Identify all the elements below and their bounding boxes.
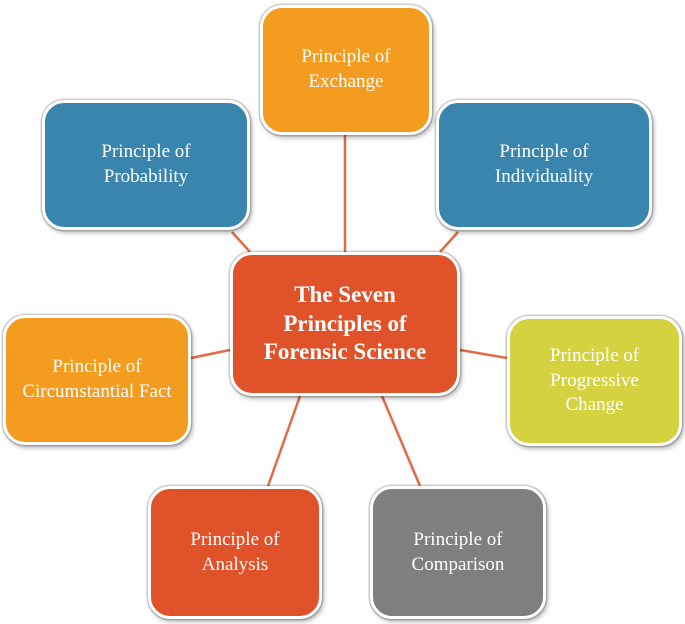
node-label: Principle of Progressive Change: [549, 344, 640, 416]
connector-comparison: [380, 395, 422, 487]
node-principle-of-probability: Principle of Probability: [42, 100, 250, 230]
connector-progressive: [459, 348, 508, 360]
node-label: Principle of Exchange: [301, 46, 391, 92]
node-principle-of-comparison: Principle of Comparison: [370, 486, 546, 619]
node-principle-of-progressive-change: Principle of Progressive Change: [507, 316, 682, 446]
node-principle-of-circumstantial-fact: Principle of Circumstantial Fact: [3, 315, 191, 445]
node-label: Principle of Individuality: [494, 141, 594, 187]
center-node: The Seven Principles of Forensic Science: [230, 252, 460, 396]
node-label: Principle of Probability: [101, 141, 191, 187]
center-label: The Seven Principles of Forensic Science: [263, 281, 427, 365]
connector-circumstantial: [190, 348, 231, 360]
connector-individuality: [439, 231, 459, 253]
node-principle-of-individuality: Principle of Individuality: [436, 100, 652, 230]
node-label: Principle of Comparison: [411, 528, 505, 575]
node-principle-of-exchange: Principle of Exchange: [260, 5, 432, 135]
node-principle-of-analysis: Principle of Analysis: [148, 486, 322, 619]
connector-analysis: [266, 395, 302, 487]
connector-probability: [231, 231, 251, 253]
node-label: Principle of Analysis: [190, 528, 280, 575]
node-label: Principle of Circumstantial Fact: [22, 356, 172, 402]
